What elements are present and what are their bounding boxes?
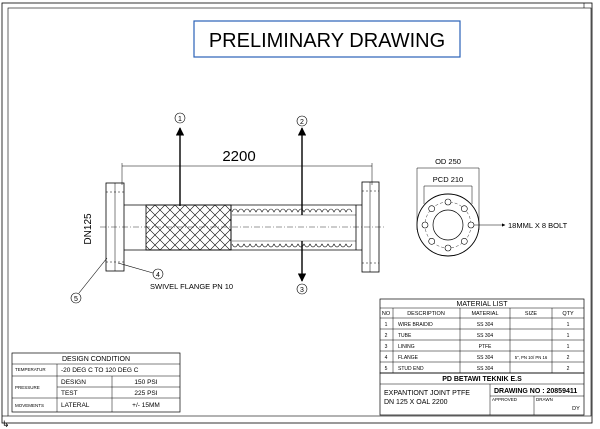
drawn-label: DRAWN	[536, 397, 553, 402]
design-condition-table	[11, 352, 181, 413]
table-header-cell: DESCRIPTION	[407, 311, 445, 317]
table-cell: 1	[567, 322, 570, 328]
wire-braid-section	[145, 204, 232, 251]
material-list-heading: MATERIAL LIST	[457, 301, 509, 308]
leader-line-4	[117, 262, 154, 274]
part-name-line-1: EXPANTIONT JOINT PTFE	[384, 390, 470, 397]
page-title: PRELIMINARY DRAWING	[209, 30, 445, 52]
callout-label-2: 2	[300, 119, 304, 126]
table-cell: 2	[385, 333, 388, 339]
table-cell: SS 304	[477, 355, 494, 361]
flange-end-view	[416, 167, 506, 257]
callout-balloon-3	[296, 283, 308, 295]
callout-label-5: 5	[74, 296, 78, 303]
pcd-label: PCD 210	[433, 175, 463, 184]
table-cell: SS 304	[477, 322, 494, 328]
table-cell: 1	[385, 322, 388, 328]
design-condition-heading: DESIGN CONDITION	[62, 356, 130, 363]
table-cell: 5", PN 10/ PN 16	[515, 355, 548, 360]
material-list-table	[379, 298, 585, 374]
table-cell: FLANGE	[398, 355, 419, 361]
callout-label-1: 1	[178, 116, 182, 123]
title-block	[379, 372, 585, 416]
table-cell: LINING	[398, 344, 415, 350]
outer-border	[1, 2, 593, 424]
part-name-line-2: DN 125 X OAL 2200	[384, 399, 448, 406]
callout-balloon-1	[174, 112, 186, 124]
table-cell: PTFE	[479, 344, 492, 350]
table-cell: 5	[385, 366, 388, 372]
callout-balloon-4	[152, 268, 164, 280]
drawn-by-value: DY	[572, 406, 580, 412]
table-cell: 1	[567, 333, 570, 339]
movements-label: MOVEMENTS	[15, 403, 44, 408]
drawing-number: DRAWING NO : 20859411	[494, 388, 577, 395]
inner-border	[7, 7, 592, 417]
table-cell: SS 304	[477, 333, 494, 339]
table-cell: 2	[567, 366, 570, 372]
bolt-label: 18MML X 8 BOLT	[508, 221, 568, 230]
callout-balloon-2	[296, 115, 308, 127]
design-pressure-value: 150 PSI	[134, 379, 157, 386]
table-cell: 3	[385, 344, 388, 350]
table-cell: TUBE	[398, 333, 412, 339]
table-header-cell: SIZE	[525, 311, 538, 317]
pressure-label: PRESSURE	[15, 385, 40, 390]
dn-label: DN125	[83, 213, 94, 245]
dimension-length-label: 2200	[222, 148, 255, 165]
callout-label-4: 4	[156, 272, 160, 279]
leader-line-5	[78, 257, 108, 294]
test-pressure-value: 225 PSI	[134, 390, 157, 397]
approved-label: APPROVED	[492, 397, 518, 402]
design-pressure-label: DESIGN	[61, 379, 86, 386]
table-cell: 2	[567, 355, 570, 361]
table-cell: 4	[385, 355, 388, 361]
table-cell: SS 304	[477, 366, 494, 372]
table-cell: STUD END	[398, 366, 424, 372]
table-cell: 1	[567, 344, 570, 350]
table-header-cell: NO	[382, 311, 391, 317]
callout-balloon-5	[70, 292, 82, 304]
od-label: OD 250	[435, 157, 461, 166]
lateral-value: +/- 15MM	[132, 402, 160, 409]
test-pressure-label: TEST	[61, 390, 78, 397]
table-header-cell: MATERIAL	[471, 311, 498, 317]
title-box	[193, 20, 461, 58]
temperature-label: TEMPERATUR	[15, 367, 46, 372]
bellows-section	[230, 205, 357, 250]
company-name: PD BETAWI TEKNIK E.S	[442, 376, 522, 383]
corner-tick-label: ↳	[2, 419, 10, 429]
lateral-label: LATERAL	[61, 402, 90, 409]
table-cell: WIRE BRAIDID	[398, 322, 433, 328]
callout-label-3: 3	[300, 287, 304, 294]
table-header-cell: QTY	[562, 311, 574, 317]
temperature-value: -20 DEG C TO 120 DEG C	[61, 367, 139, 374]
swivel-flange-label: SWIVEL FLANGE PN 10	[150, 282, 233, 291]
